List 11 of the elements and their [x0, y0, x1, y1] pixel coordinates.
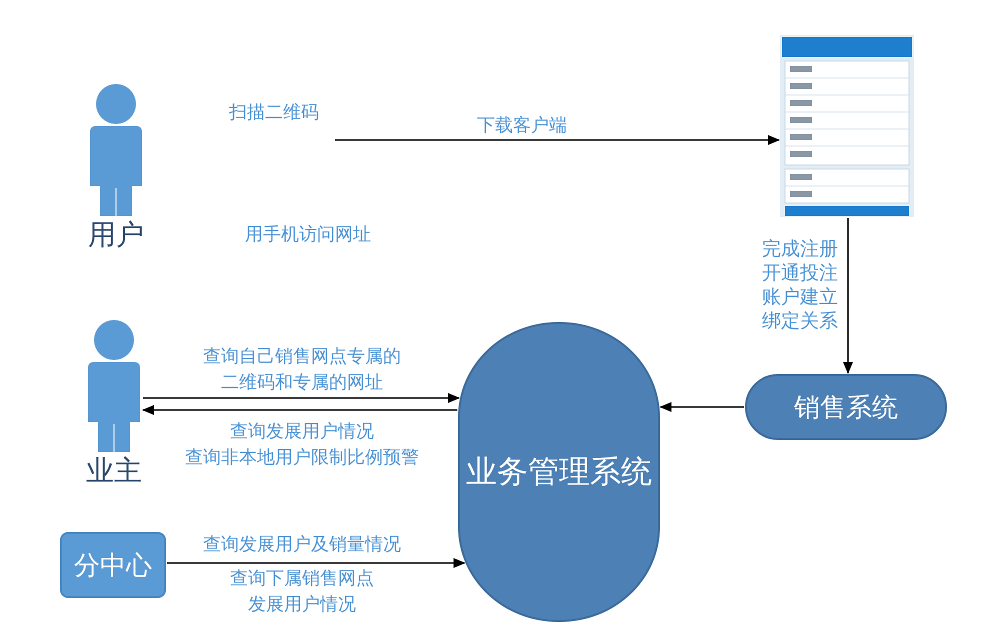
center-box: 分中心	[60, 532, 166, 598]
person-label: 用户	[87, 218, 145, 252]
arrow	[335, 135, 780, 145]
system-pill: 销售系统	[745, 374, 947, 440]
arrow	[142, 405, 458, 415]
arrow	[659, 402, 744, 412]
arrow	[843, 218, 853, 374]
person-label: 业主	[85, 454, 143, 488]
arrow	[143, 393, 460, 403]
arrow	[167, 558, 466, 568]
edge-label: 完成注册开通投注账户建立绑定关系	[760, 237, 840, 333]
